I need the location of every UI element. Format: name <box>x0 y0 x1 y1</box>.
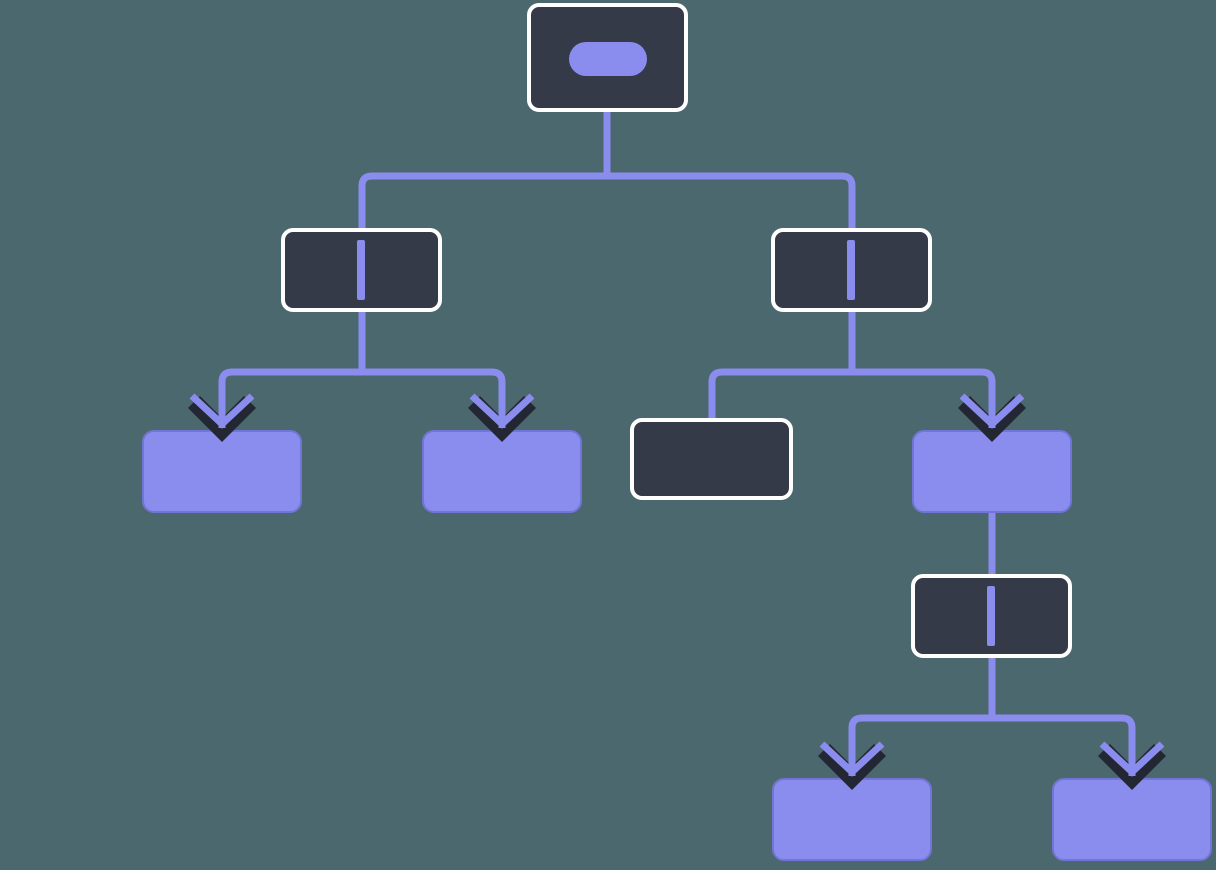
node-sub-branch-bar-marker <box>987 586 995 646</box>
edges-group <box>218 108 1136 794</box>
node-leaf-2[interactable] <box>422 430 582 513</box>
node-leaf-4[interactable] <box>772 778 932 861</box>
node-dark-terminal[interactable] <box>630 418 793 500</box>
node-leaf-5[interactable] <box>1052 778 1212 861</box>
node-branch-left-bar-marker <box>357 240 365 300</box>
node-leaf-3[interactable] <box>912 430 1072 513</box>
node-root[interactable] <box>527 3 688 112</box>
edge-branch-left-to-leaf-1 <box>218 312 366 446</box>
edge-sub-branch-to-leaf-5 <box>988 658 1136 794</box>
node-branch-right-bar-marker <box>847 240 855 300</box>
edge-root-to-branch-right <box>603 108 856 318</box>
node-leaf-1[interactable] <box>142 430 302 513</box>
edge-sub-branch-to-leaf-4 <box>848 658 996 794</box>
edge-branch-left-to-leaf-2 <box>358 312 506 446</box>
edge-branch-right-to-leaf-3 <box>848 312 996 446</box>
edge-branch-right-to-dark-terminal <box>708 312 856 422</box>
node-root-pill-marker <box>569 42 647 76</box>
